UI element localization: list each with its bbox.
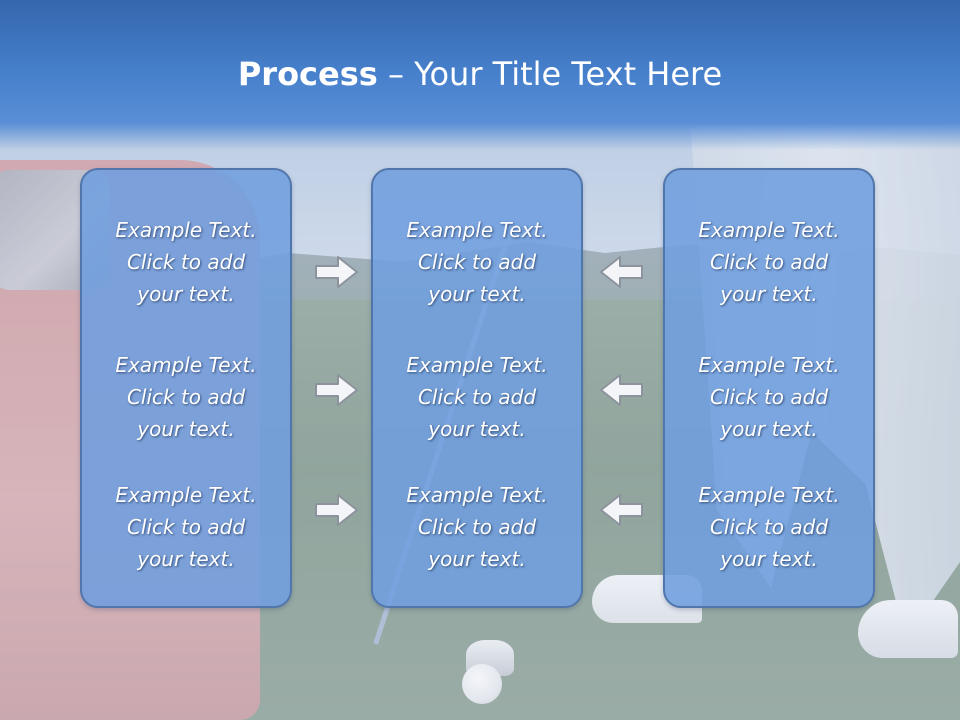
placeholder-line: Example Text. xyxy=(406,483,548,507)
arrow-left-icon[interactable] xyxy=(598,492,644,528)
placeholder-line: your text. xyxy=(137,282,235,306)
text-placeholder[interactable]: Example Text. Click to add your text. xyxy=(373,479,581,575)
placeholder-line: Click to add xyxy=(126,250,246,274)
placeholder-line: Example Text. xyxy=(698,483,840,507)
background-golf-ball xyxy=(462,664,502,704)
placeholder-line: Click to add xyxy=(126,385,246,409)
background-shoe-right xyxy=(858,600,958,658)
text-placeholder[interactable]: Example Text. Click to add your text. xyxy=(373,349,581,445)
placeholder-line: Click to add xyxy=(417,385,537,409)
placeholder-line: your text. xyxy=(720,417,818,441)
placeholder-line: Click to add xyxy=(417,515,537,539)
placeholder-line: Example Text. xyxy=(115,218,257,242)
placeholder-line: Example Text. xyxy=(406,353,548,377)
placeholder-line: your text. xyxy=(720,282,818,306)
placeholder-line: your text. xyxy=(137,547,235,571)
text-placeholder[interactable]: Example Text. Click to add your text. xyxy=(665,214,873,310)
placeholder-line: your text. xyxy=(720,547,818,571)
process-column-middle: Example Text. Click to add your text. Ex… xyxy=(371,168,583,608)
title-rest-text: Your Title Text Here xyxy=(414,55,723,93)
placeholder-line: your text. xyxy=(428,282,526,306)
text-placeholder[interactable]: Example Text. Click to add your text. xyxy=(665,479,873,575)
placeholder-line: Click to add xyxy=(709,515,829,539)
text-placeholder[interactable]: Example Text. Click to add your text. xyxy=(82,479,290,575)
text-placeholder[interactable]: Example Text. Click to add your text. xyxy=(665,349,873,445)
title-separator: – xyxy=(377,55,415,93)
process-column-right: Example Text. Click to add your text. Ex… xyxy=(663,168,875,608)
slide-title[interactable]: Process – Your Title Text Here xyxy=(0,52,960,96)
placeholder-line: Example Text. xyxy=(115,353,257,377)
arrow-left-icon[interactable] xyxy=(598,254,644,290)
placeholder-line: Click to add xyxy=(126,515,246,539)
arrow-right-icon[interactable] xyxy=(314,372,360,408)
placeholder-line: Example Text. xyxy=(115,483,257,507)
placeholder-line: your text. xyxy=(428,547,526,571)
process-column-left: Example Text. Click to add your text. Ex… xyxy=(80,168,292,608)
placeholder-line: Example Text. xyxy=(406,218,548,242)
arrow-right-icon[interactable] xyxy=(314,254,360,290)
arrow-left-icon[interactable] xyxy=(598,372,644,408)
placeholder-line: your text. xyxy=(137,417,235,441)
text-placeholder[interactable]: Example Text. Click to add your text. xyxy=(82,349,290,445)
placeholder-line: Click to add xyxy=(709,250,829,274)
placeholder-line: Click to add xyxy=(417,250,537,274)
text-placeholder[interactable]: Example Text. Click to add your text. xyxy=(373,214,581,310)
title-band: Process – Your Title Text Here xyxy=(0,0,960,150)
placeholder-line: Click to add xyxy=(709,385,829,409)
arrow-right-icon[interactable] xyxy=(314,492,360,528)
placeholder-line: Example Text. xyxy=(698,218,840,242)
placeholder-line: Example Text. xyxy=(698,353,840,377)
placeholder-line: your text. xyxy=(428,417,526,441)
title-strong-text: Process xyxy=(237,55,378,93)
text-placeholder[interactable]: Example Text. Click to add your text. xyxy=(82,214,290,310)
